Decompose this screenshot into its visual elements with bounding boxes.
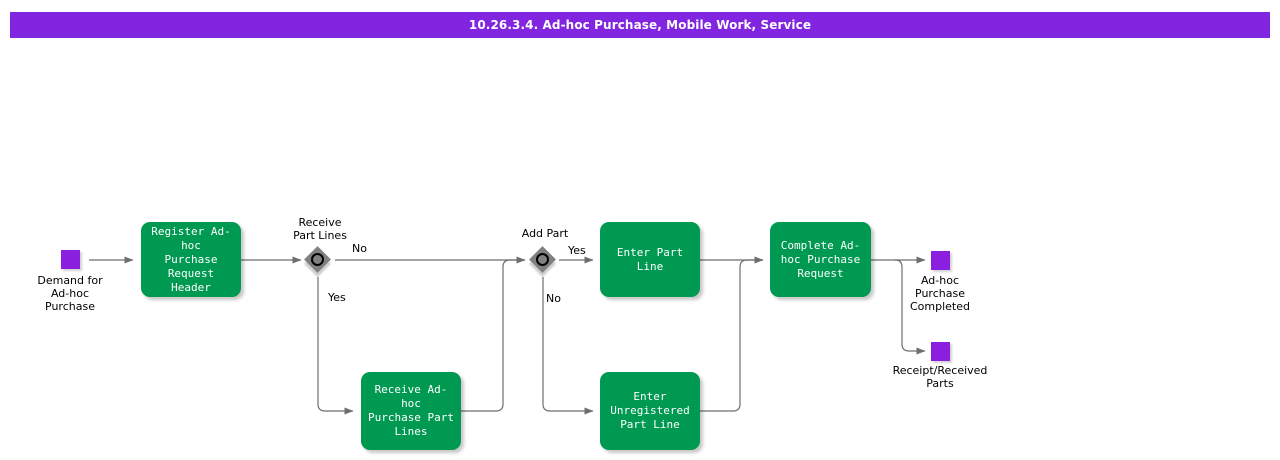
flow-label-gateway2-no: No <box>546 292 561 305</box>
gateway-add-part[interactable] <box>529 246 560 277</box>
task-enter-part-line-label: Enter Part Line <box>616 245 684 273</box>
task-enter-unregistered-part-line[interactable]: Enter Unregistered Part Line <box>600 372 700 450</box>
start-event-demand-for-ad-hoc-purchase[interactable] <box>61 250 80 269</box>
start-event-icon <box>61 250 80 269</box>
task-receive-ad-hoc-purchase-part-lines-label: Receive Ad-hoc Purchase Part Lines <box>367 383 455 438</box>
flow-enter-unregistered-to-complete <box>700 259 763 412</box>
page-title-bar: 10.26.3.4. Ad-hoc Purchase, Mobile Work,… <box>10 12 1270 38</box>
gateway-receive-part-lines[interactable] <box>304 246 335 277</box>
end-event-icon <box>931 342 950 361</box>
flow-label-gateway1-no: No <box>352 242 367 255</box>
end-event-ad-hoc-purchase-completed-label: Ad-hoc Purchase Completed <box>910 274 970 313</box>
flow-label-gateway2-yes: Yes <box>568 244 586 257</box>
end-event-icon <box>931 251 950 270</box>
gateway-add-part-label: Add Part <box>521 227 569 240</box>
end-event-receipt-received-parts[interactable] <box>931 342 950 361</box>
task-receive-ad-hoc-purchase-part-lines[interactable]: Receive Ad-hoc Purchase Part Lines <box>361 372 461 450</box>
gateway-receive-part-lines-label: Receive Part Lines <box>293 216 347 242</box>
task-enter-unregistered-part-line-label: Enter Unregistered Part Line <box>610 390 690 431</box>
page-title: 10.26.3.4. Ad-hoc Purchase, Mobile Work,… <box>468 18 812 32</box>
start-event-demand-label: Demand for Ad-hoc Purchase <box>37 274 103 313</box>
task-register-ad-hoc-purchase-request-header[interactable]: Register Ad-hoc Purchase Request Header <box>141 222 241 297</box>
flow-label-gateway1-yes: Yes <box>328 291 346 304</box>
gateway-event-circle-icon <box>536 253 549 266</box>
task-complete-ad-hoc-purchase-request-label: Complete Ad- hoc Purchase Request <box>780 238 861 280</box>
end-event-ad-hoc-purchase-completed[interactable] <box>931 251 950 270</box>
task-register-ad-hoc-purchase-request-header-label: Register Ad-hoc Purchase Request Header <box>151 224 231 294</box>
task-complete-ad-hoc-purchase-request[interactable]: Complete Ad- hoc Purchase Request <box>770 222 871 297</box>
task-enter-part-line[interactable]: Enter Part Line <box>600 222 700 297</box>
end-event-receipt-received-parts-label: Receipt/Received Parts <box>892 364 988 390</box>
gateway-event-circle-icon <box>311 253 324 266</box>
flow-receive-lines-to-gateway2 <box>461 259 525 412</box>
